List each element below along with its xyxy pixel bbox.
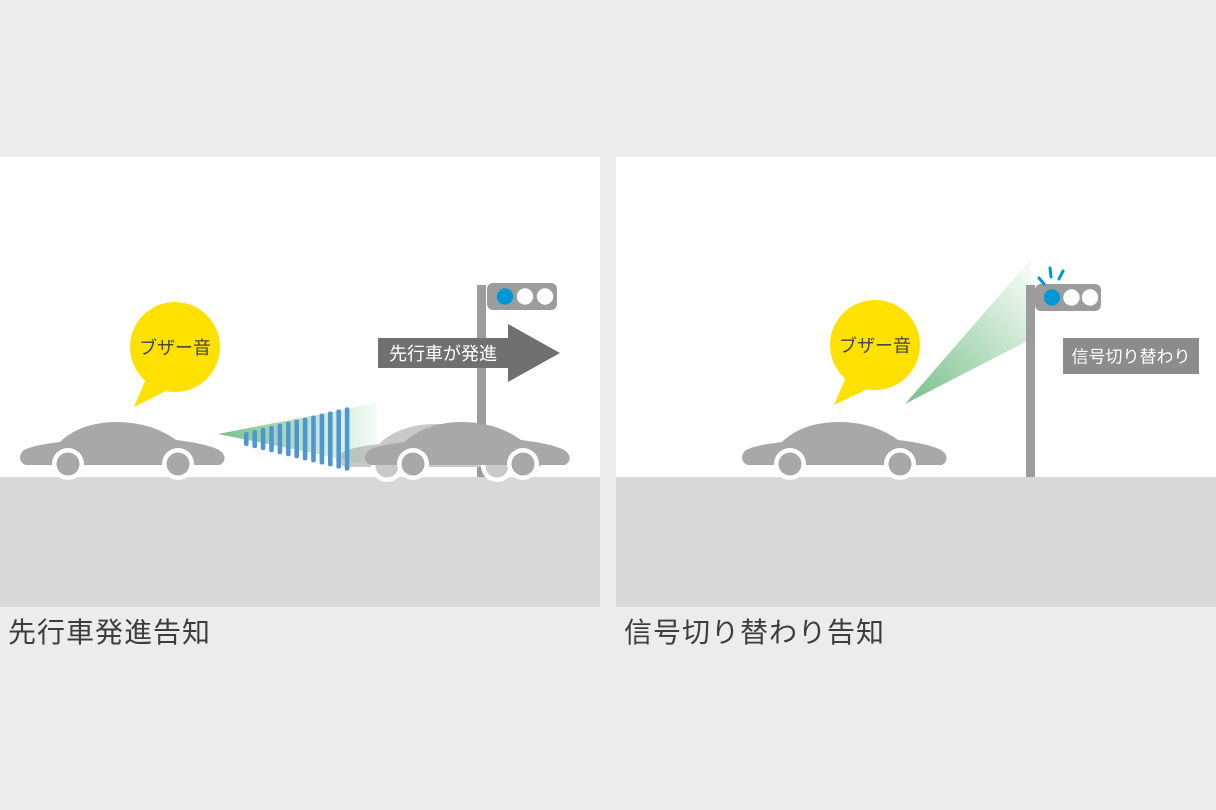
traffic-light-off-icon [516, 288, 534, 305]
radar-wave-stripes-icon [244, 407, 350, 471]
own-car-silhouette [742, 422, 947, 480]
camera-detection-cone [905, 259, 1031, 404]
road [0, 477, 600, 607]
traffic-light-green-lit-icon [1043, 289, 1061, 306]
following-car-silhouette [20, 422, 225, 480]
traffic-light-off-icon [536, 288, 554, 305]
road [616, 477, 1216, 607]
buzzer-label: ブザー音 [839, 335, 911, 356]
traffic-light [1026, 266, 1101, 477]
caption-signal-change: 信号切り替わり告知 [624, 617, 886, 648]
buzzer-speech-bubble: ブザー音 [830, 300, 920, 405]
traffic-light-pole [477, 285, 486, 477]
buzzer-speech-bubble: ブザー音 [130, 302, 220, 407]
scene-preceding-car-start: ブザー音 先行車が発進 [0, 157, 600, 607]
caption-preceding-car-start: 先行車発進告知 [8, 617, 212, 648]
departure-arrow: 先行車が発進 [378, 324, 560, 382]
departure-arrow-label: 先行車が発進 [389, 344, 497, 364]
signal-change-sign: 信号切り替わり [1063, 338, 1199, 374]
scene-illustration-left: ブザー音 先行車が発進 [0, 283, 600, 607]
scene-signal-change: ブザー音 信号切り替わり [616, 157, 1216, 607]
traffic-light-off-icon [1063, 289, 1080, 306]
scene-illustration-right: ブザー音 信号切り替わり [616, 259, 1216, 607]
buzzer-label: ブザー音 [139, 337, 211, 358]
traffic-light-off-icon [1081, 289, 1099, 306]
signal-change-label: 信号切り替わり [1072, 348, 1191, 367]
speech-bubble-body [130, 302, 220, 392]
signal-alert-sparkle-icon [1037, 266, 1065, 286]
signal-change-sign-box [1063, 338, 1199, 374]
panel-preceding-car-start: ブザー音 先行車が発進 先行車発進告知 [0, 157, 600, 650]
traffic-light [477, 283, 557, 477]
traffic-light-green-lit-icon [496, 288, 514, 305]
panel-signal-change: ブザー音 信号切り替わり 信号切り替わり告知 [616, 157, 1216, 650]
speech-bubble-body [830, 300, 920, 390]
traffic-light-pole [1026, 285, 1035, 477]
